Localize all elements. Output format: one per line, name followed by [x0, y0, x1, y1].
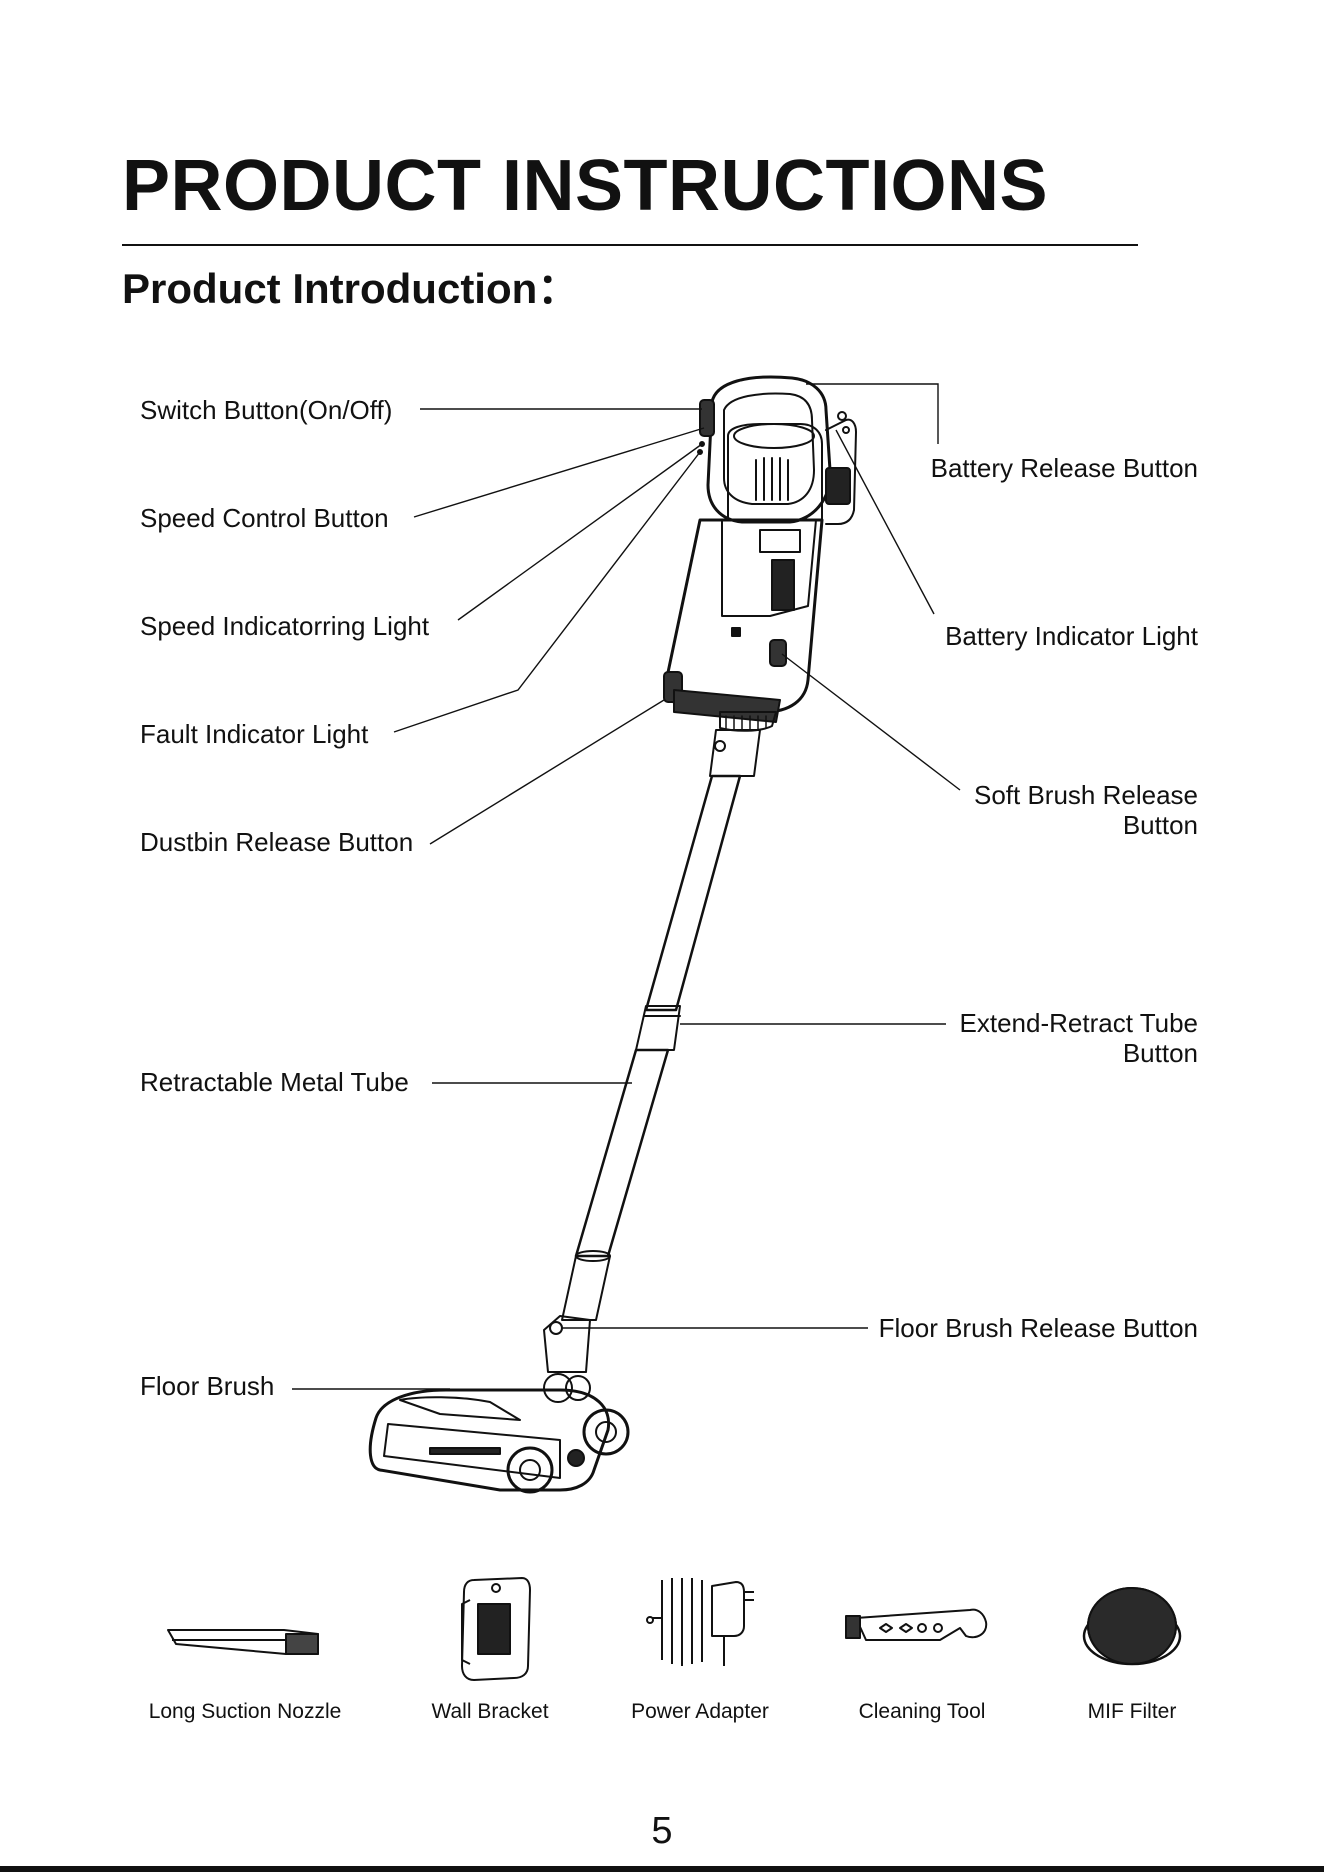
power-adapter-icon: [646, 1578, 754, 1666]
page-title: PRODUCT INSTRUCTIONS: [122, 146, 1048, 226]
battery-pack-icon: [825, 418, 857, 525]
leader-dustbin: [429, 699, 665, 845]
leader-battery-indicator: [835, 429, 935, 615]
leader-battery-release: [806, 383, 939, 444]
wall-bracket-icon: [461, 1577, 531, 1681]
lower-tube-icon: [574, 1048, 670, 1258]
handle-icon: [706, 375, 832, 524]
long-suction-nozzle-icon: [167, 1629, 319, 1655]
section-heading: Product Introduction：: [122, 265, 580, 312]
mif-filter-icon: [1082, 1587, 1182, 1666]
cleaning-tool-icon: [845, 1608, 988, 1641]
upper-tube-icon: [644, 774, 742, 1012]
label-speed-indicator-light: Speed Indicatorring Light: [140, 611, 430, 641]
label-floor-brush: Floor Brush: [140, 1371, 275, 1401]
label-floor-brush-release-button: Floor Brush Release Button: [878, 1313, 1198, 1343]
floor-brush-icon: [368, 1388, 611, 1492]
leader-speed-indicator: [457, 443, 703, 621]
label-extend-retract-line1: Extend-Retract Tube: [959, 1008, 1198, 1038]
label-battery-release-button: Battery Release Button: [930, 453, 1198, 483]
accessory-label-filter: MIF Filter: [1087, 1700, 1177, 1723]
motor-housing-icon: [727, 423, 823, 521]
accessory-label-nozzle: Long Suction Nozzle: [148, 1700, 342, 1723]
accessory-label-cleaning-tool: Cleaning Tool: [858, 1700, 986, 1723]
leader-soft-brush: [781, 653, 961, 791]
label-retractable-metal-tube: Retractable Metal Tube: [140, 1067, 409, 1097]
accessory-label-adapter: Power Adapter: [631, 1700, 769, 1723]
label-soft-brush-release-line2: Button: [1122, 810, 1198, 840]
label-battery-indicator-light: Battery Indicator Light: [945, 621, 1198, 651]
collar-icon: [635, 1005, 681, 1051]
label-dustbin-release-button: Dustbin Release Button: [140, 827, 414, 857]
label-extend-retract-line2: Button: [1122, 1038, 1198, 1068]
accessory-label-bracket: Wall Bracket: [431, 1700, 549, 1723]
bottom-border: [0, 1866, 1324, 1872]
label-speed-control-button: Speed Control Button: [140, 503, 389, 533]
label-fault-indicator-light: Fault Indicator Light: [140, 719, 369, 749]
label-soft-brush-release-line1: Soft Brush Release: [973, 780, 1198, 810]
page-number: 5: [651, 1810, 673, 1852]
title-divider: [122, 244, 1138, 246]
leader-speed-control: [413, 427, 705, 518]
leader-fault: [393, 451, 701, 733]
label-switch-button: Switch Button(On/Off): [140, 395, 393, 425]
